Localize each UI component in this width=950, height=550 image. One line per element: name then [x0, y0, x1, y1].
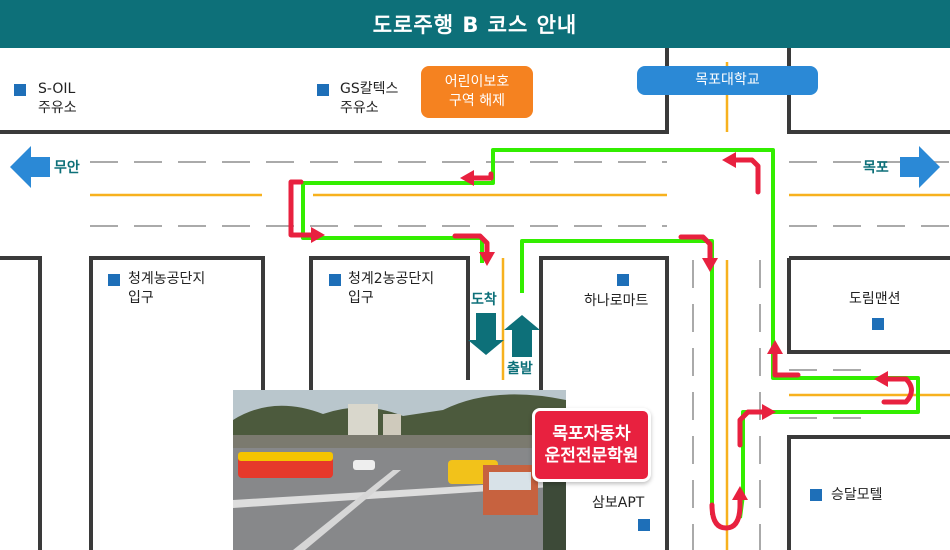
cheonggye1-label: 청계농공단지 입구 — [128, 270, 205, 308]
cheonggye2-label: 청계2농공단지 입구 — [348, 270, 434, 308]
east-direction-label: 목포 — [863, 160, 889, 176]
center-lines — [90, 62, 950, 550]
gs-station-label: GS칼텍스 주유소 — [340, 80, 398, 118]
turn-arrow-5 — [729, 157, 761, 195]
cheonggye2-line1: 청계2농공단지 — [348, 271, 435, 287]
location-marker-icon — [329, 274, 341, 286]
location-marker-icon — [617, 274, 629, 286]
location-marker-icon — [108, 274, 120, 286]
block-dorim — [787, 258, 950, 354]
up-arrow-icon — [504, 315, 540, 357]
children-zone-line2: 구역 해제 — [449, 93, 505, 109]
university-sign: 목포대학교 — [637, 66, 818, 95]
west-direction-label: 무안 — [54, 160, 80, 176]
east-arrow-icon — [900, 146, 940, 188]
direction-arrows — [288, 157, 914, 531]
soil-station-label: S-OIL 주유소 — [38, 80, 77, 118]
turn-arrow-2 — [288, 179, 319, 238]
cheonggye1-line2: 입구 — [128, 290, 154, 306]
arrowheads — [311, 152, 888, 500]
turn-arrow-3 — [452, 233, 490, 258]
driving-school-line2: 운전전문학원 — [544, 446, 639, 466]
turn-arrow-1 — [465, 171, 494, 181]
soil-sub: 주유소 — [38, 100, 77, 116]
driving-school-sign: 목포자동차 운전전문학원 — [532, 408, 651, 482]
block-seungdal — [787, 435, 950, 550]
uturn-arrow — [709, 492, 743, 531]
seungdal-label: 승달모텔 — [831, 487, 883, 503]
children-zone-line1: 어린이보호 — [444, 74, 510, 90]
photo-art — [233, 390, 566, 550]
dorim-label: 도림맨션 — [849, 291, 901, 307]
page-title: 도로주행 B 코스 안내 — [0, 0, 950, 48]
soil-name: S-OIL — [38, 81, 76, 97]
location-marker-icon — [810, 489, 822, 501]
location-marker-icon — [638, 519, 650, 531]
sambo-label: 삼보APT — [592, 495, 645, 511]
driving-school-line1: 목포자동차 — [552, 424, 631, 444]
turn-arrow-8 — [737, 409, 769, 448]
turn-arrow-4 — [678, 234, 713, 265]
arrive-label: 도착 — [471, 292, 497, 308]
west-arrow-icon — [10, 146, 50, 188]
down-arrow-icon — [468, 313, 504, 355]
cheonggye2-line2: 입구 — [348, 290, 374, 306]
turn-arrow-7 — [881, 376, 914, 405]
gs-name: GS칼텍스 — [340, 81, 399, 97]
gs-sub: 주유소 — [340, 100, 379, 116]
block-north-west — [0, 48, 669, 134]
turn-arrow-6 — [772, 345, 801, 378]
location-marker-icon — [872, 318, 884, 330]
children-zone-sign: 어린이보호 구역 해제 — [421, 66, 533, 118]
location-marker-icon — [317, 84, 329, 96]
location-marker-icon — [14, 84, 26, 96]
block-sw-edge — [0, 256, 42, 550]
cheonggye1-line1: 청계농공단지 — [128, 271, 206, 287]
depart-label: 출발 — [507, 361, 533, 377]
lane-dashes — [90, 161, 950, 550]
driving-school-photo — [233, 390, 566, 550]
hanaro-label: 하나로마트 — [584, 293, 649, 309]
